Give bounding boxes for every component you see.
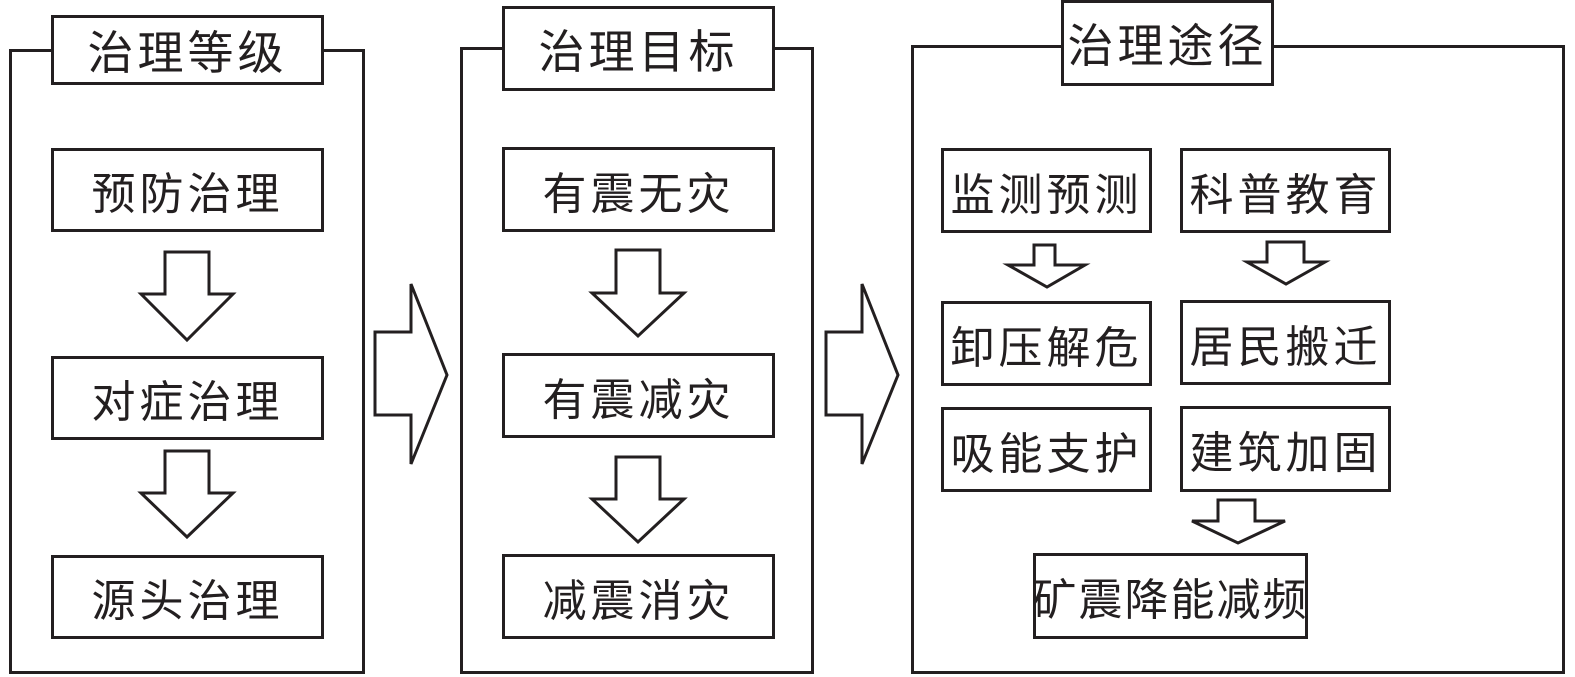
down-arrow-level-1 (137, 250, 237, 343)
panel-governance-path-title: 治理途径 (1061, 0, 1274, 86)
down-arrow-goal-1 (588, 248, 688, 339)
path-result-energy-frequency-reduction: 矿震降能减频 (1033, 553, 1308, 639)
panel-governance-level-title: 治理等级 (51, 15, 324, 85)
down-arrow-level-2 (137, 449, 237, 540)
panel-governance-goal-title: 治理目标 (502, 6, 775, 91)
level-item-prevention: 预防治理 (51, 148, 324, 232)
right-arrow-goal-to-path (824, 283, 900, 465)
level-item-symptomatic: 对症治理 (51, 356, 324, 440)
right-arrow-level-to-goal (373, 283, 449, 465)
down-arrow-goal-2 (588, 455, 688, 545)
down-arrow-monitoring-to-relief (1002, 243, 1091, 289)
path-item-pressure-relief: 卸压解危 (941, 301, 1152, 386)
down-arrow-combined-to-result (1191, 498, 1286, 545)
path-item-building-reinforcement: 建筑加固 (1180, 406, 1391, 492)
down-arrow-science-education (1241, 240, 1331, 286)
path-item-resident-relocation: 居民搬迁 (1180, 300, 1391, 385)
goal-item-eliminate-disaster: 减震消灾 (502, 554, 775, 639)
goal-item-reduce-disaster: 有震减灾 (502, 353, 775, 438)
path-item-monitoring: 监测预测 (941, 148, 1152, 233)
path-item-energy-absorbing-support: 吸能支护 (941, 407, 1152, 492)
path-item-science-education: 科普教育 (1180, 148, 1391, 233)
level-item-source: 源头治理 (51, 555, 324, 639)
goal-item-no-disaster: 有震无灾 (502, 147, 775, 232)
